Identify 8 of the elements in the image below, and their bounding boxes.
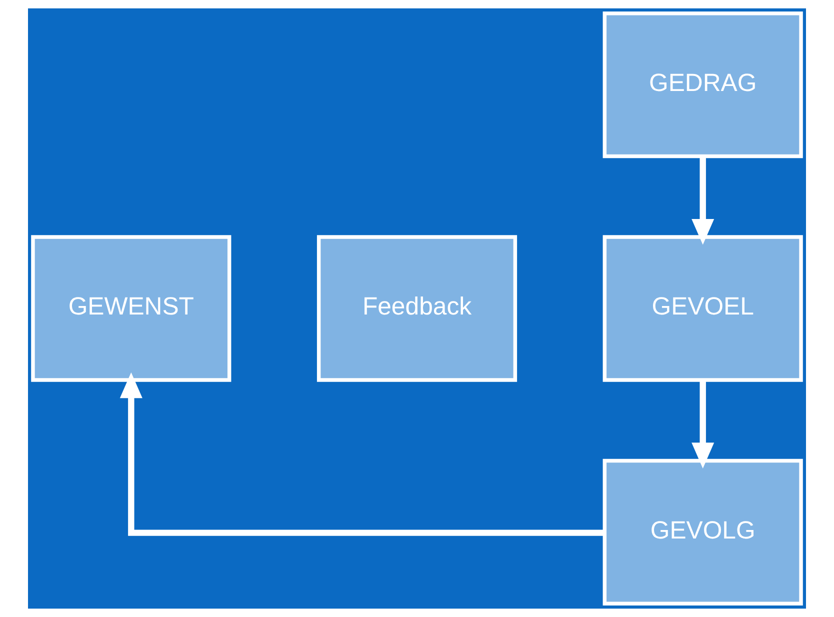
node-box: GEWENST xyxy=(31,235,232,382)
node-box: Feedback xyxy=(316,235,518,382)
arrow xyxy=(120,372,605,536)
arrow xyxy=(692,380,714,468)
node-box: GEVOEL xyxy=(602,235,803,382)
node-box: GEVOLG xyxy=(602,458,803,606)
arrow xyxy=(692,156,714,245)
node-box: GEDRAG xyxy=(602,11,803,158)
